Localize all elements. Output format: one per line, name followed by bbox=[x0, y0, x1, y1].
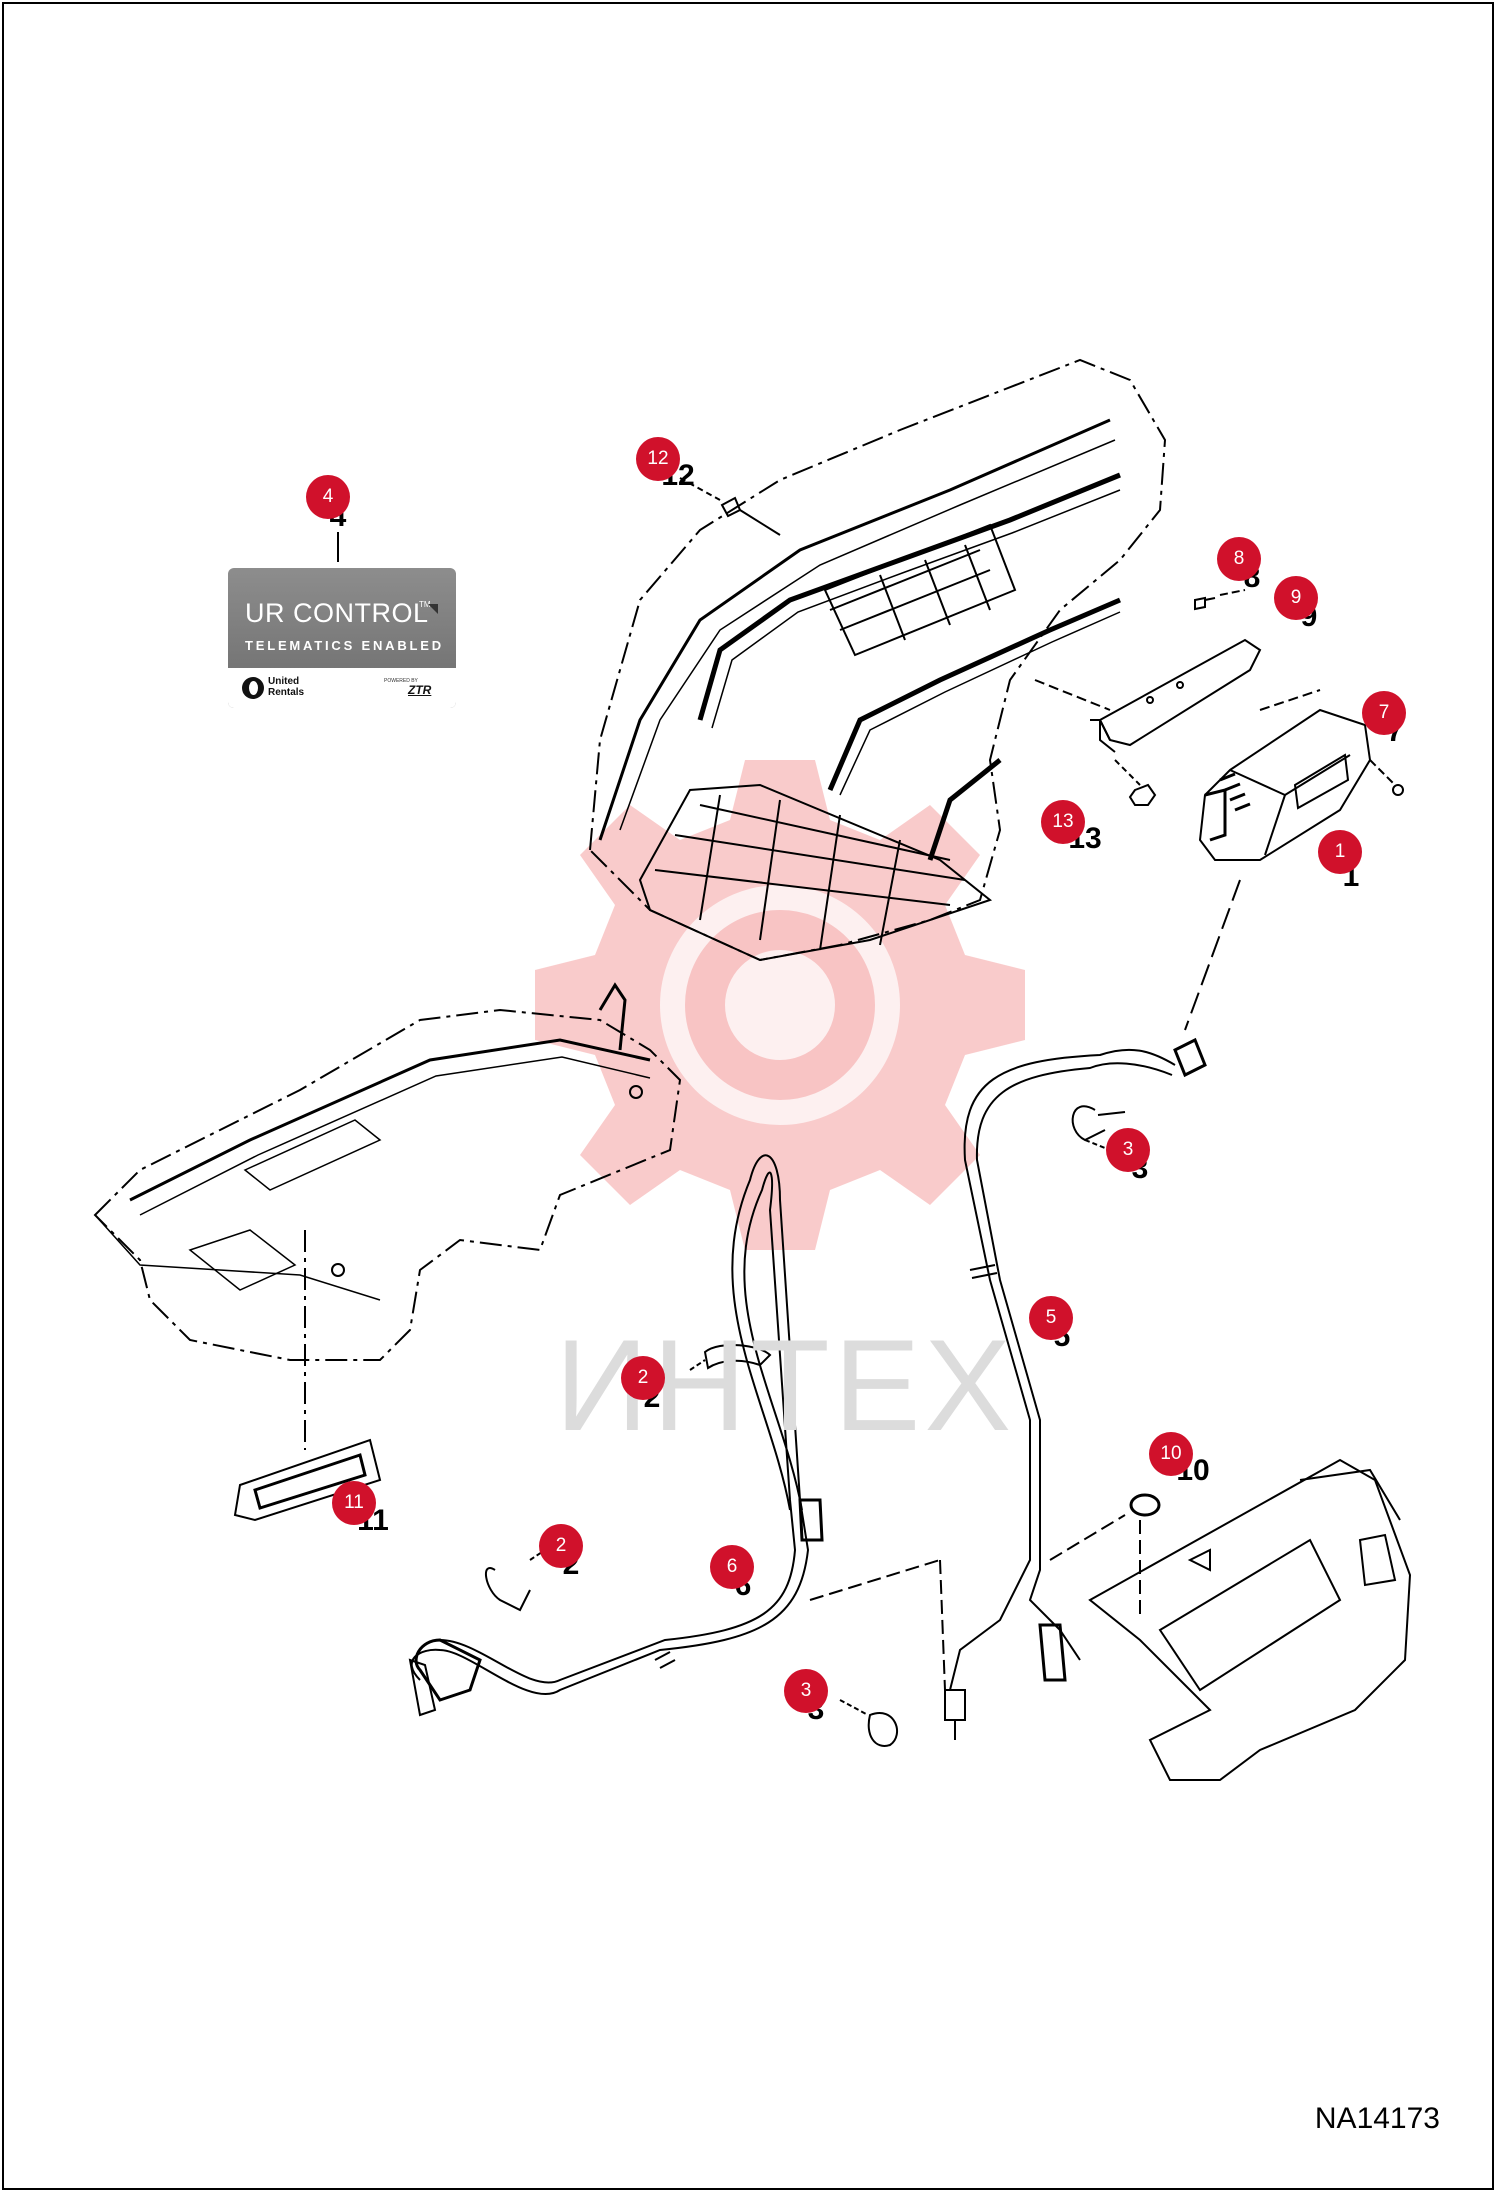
decal-title: UR CONTROL bbox=[245, 598, 429, 628]
callout-8: 8 bbox=[1217, 537, 1261, 581]
callout-9: 9 bbox=[1274, 576, 1318, 620]
decal-powered-by: POWERED BY bbox=[384, 678, 418, 684]
wiring-harness-6 bbox=[408, 1154, 946, 1717]
decal-brand-line2: Rentals bbox=[268, 687, 305, 698]
callout-12: 12 bbox=[636, 437, 680, 481]
mounting-bracket-9 bbox=[1034, 589, 1262, 753]
callout-7: 7 bbox=[1362, 691, 1406, 735]
decal-brand-band: United Rentals POWERED BY ZTR bbox=[228, 668, 456, 708]
connector-bar-11 bbox=[233, 1230, 382, 1522]
upper-side-panel bbox=[588, 358, 1167, 962]
callout-11: 11 bbox=[332, 1481, 376, 1525]
cable-clamp-3-lower bbox=[839, 1699, 899, 1747]
lower-chassis-panel bbox=[93, 982, 682, 1361]
wiring-harness-5 bbox=[944, 1037, 1207, 1740]
ur-control-decal: UR CONTROL TM TELEMATICS ENABLED United … bbox=[228, 568, 456, 708]
bolt-12 bbox=[679, 477, 781, 536]
decal-trademark: TM bbox=[419, 600, 431, 609]
callout-13: 13 bbox=[1041, 800, 1085, 844]
callout-4: 4 bbox=[306, 475, 350, 519]
callout-3-lower: 3 bbox=[784, 1669, 828, 1713]
drawing-number: NA14173 bbox=[1314, 2102, 1440, 2135]
lower-shield-10 bbox=[1049, 1458, 1412, 1781]
callout-2-lower: 2 bbox=[539, 1524, 583, 1568]
decal-brand: United Rentals bbox=[268, 676, 304, 698]
decal-partner-logo: ZTR bbox=[408, 683, 432, 697]
cable-clamp-3-upper bbox=[1071, 1105, 1126, 1151]
callout-5: 5 bbox=[1029, 1296, 1073, 1340]
callout-10: 10 bbox=[1149, 1432, 1193, 1476]
callout-2-upper: 2 bbox=[621, 1356, 665, 1400]
nut-13 bbox=[1114, 759, 1157, 806]
callout-1: 1 bbox=[1318, 830, 1362, 874]
callout-6: 6 bbox=[710, 1545, 754, 1589]
decal-brand-line1: United bbox=[268, 676, 300, 687]
decal-flag-icon bbox=[428, 604, 438, 614]
cable-tie-2 bbox=[484, 1344, 772, 1612]
callout-3-upper: 3 bbox=[1106, 1128, 1150, 1172]
telematics-module-1 bbox=[1184, 689, 1404, 1031]
decal-subtitle: TELEMATICS ENABLED bbox=[245, 638, 444, 653]
united-rentals-logo-icon bbox=[242, 677, 264, 699]
